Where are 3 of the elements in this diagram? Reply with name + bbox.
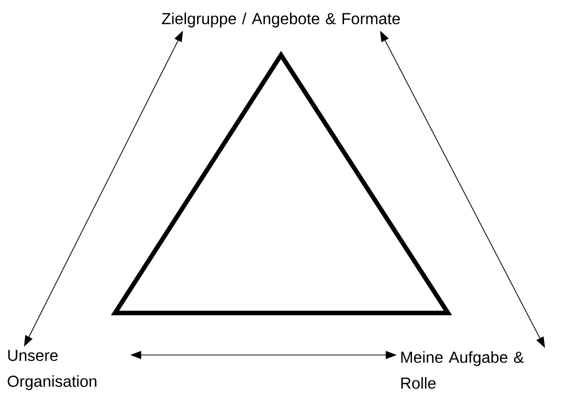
text-label: Unsere Organisation xyxy=(8,350,96,390)
text-label: Meine Aufgabe & Rolle xyxy=(401,351,524,389)
text-label: Zielgruppe / Angebote & Formate xyxy=(162,12,400,28)
